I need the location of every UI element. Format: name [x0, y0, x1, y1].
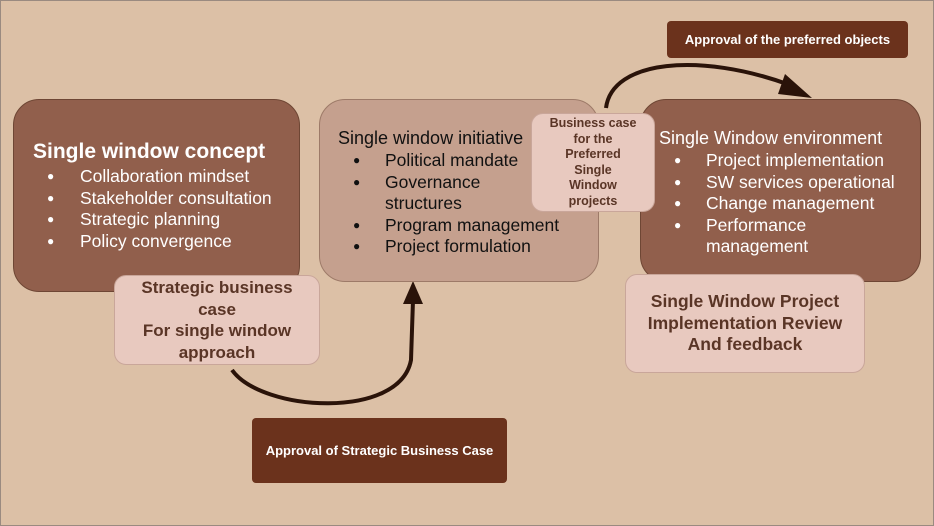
stage-environment-list: Project implementation SW services opera…	[659, 150, 920, 258]
list-item: Project implementation	[659, 150, 920, 172]
bcp-line: Business case	[549, 116, 637, 130]
sbc-line: For single window	[142, 321, 292, 340]
list-item: Political mandate	[338, 150, 598, 172]
sbc-line: approach	[178, 342, 256, 362]
stage-environment: Single Window environment Project implem…	[640, 99, 921, 282]
list-item: Strategic planning	[33, 209, 299, 231]
stage-concept-title: Single window concept	[33, 140, 266, 163]
review-line: Single Window Project	[650, 291, 840, 312]
strategic-business-case-label: Strategic business case For single windo…	[114, 275, 320, 365]
stage-initiative-title: Single window initiative	[338, 128, 524, 148]
stage-initiative-list: Political mandate Governance structures …	[338, 150, 598, 258]
business-case-preferred-label: Business case for the Preferred Single W…	[531, 113, 655, 212]
sbc-line: Strategic business	[141, 278, 293, 297]
approval-preferred-objects: Approval of the preferred objects	[667, 21, 908, 58]
bcp-line: Preferred	[565, 147, 621, 161]
bcp-line: Window	[569, 178, 617, 192]
list-item: Change management	[659, 193, 920, 215]
sbc-line: case	[198, 299, 236, 319]
stage-concept-list: Collaboration mindset Stakeholder consul…	[33, 166, 299, 252]
list-item: Collaboration mindset	[33, 166, 299, 188]
list-item: Stakeholder consultation	[33, 188, 299, 210]
bcp-line: for the	[573, 131, 613, 146]
bcp-line: Single	[574, 162, 612, 177]
list-item: SW services operational	[659, 172, 920, 194]
list-item: Governance structures	[338, 172, 598, 215]
list-item: Project formulation	[338, 236, 598, 258]
stage-initiative: Single window initiative Political manda…	[319, 99, 599, 282]
list-item: Performance management	[659, 215, 920, 258]
list-item: Policy convergence	[33, 231, 299, 253]
review-line: And feedback	[687, 334, 803, 355]
bcp-line: projects	[568, 193, 618, 208]
implementation-review-label: Single Window Project Implementation Rev…	[625, 274, 865, 373]
stage-concept: Single window concept Collaboration mind…	[13, 99, 300, 292]
review-line: Implementation Review	[647, 312, 843, 333]
approval-strategic-business-case: Approval of Strategic Business Case	[252, 418, 507, 483]
list-item: Program management	[338, 215, 598, 237]
stage-environment-title: Single Window environment	[659, 128, 883, 148]
